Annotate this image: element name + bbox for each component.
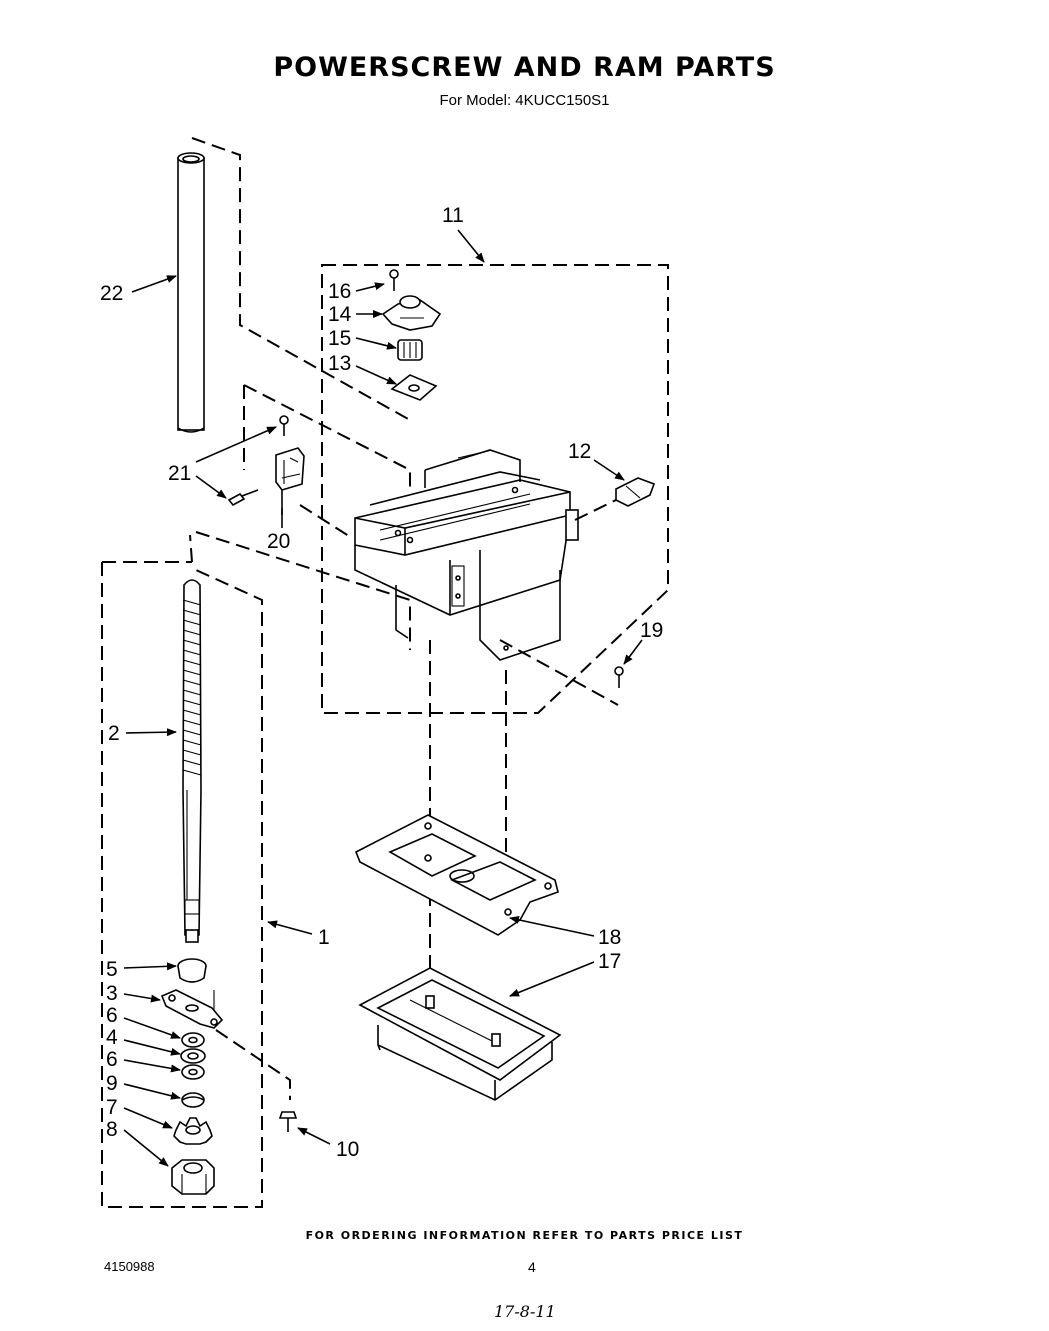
ordering-note: FOR ORDERING INFORMATION REFER TO PARTS … [305, 1229, 744, 1242]
callout-3: 3 [106, 982, 118, 1005]
callout-8: 8 [106, 1118, 118, 1141]
callout-20: 20 [267, 530, 290, 553]
callout-17: 17 [598, 950, 621, 973]
bracket-to-ram-line [299, 504, 353, 539]
screw-19-phantom-line [499, 639, 619, 706]
part-6-washer-upper [181, 1032, 205, 1048]
callout-5: 5 [106, 958, 118, 981]
callout-15: 15 [328, 327, 351, 350]
part-5-collar [177, 958, 207, 983]
callout-13: 13 [328, 352, 351, 375]
part-2-powerscrew [182, 579, 202, 943]
callout-14: 14 [328, 303, 352, 326]
part-6-washer-lower [181, 1064, 205, 1080]
ram-assembly [354, 449, 579, 661]
part-3-bracket-plate [160, 989, 224, 1029]
callout-21: 21 [168, 462, 191, 485]
part-13-plate [390, 374, 438, 401]
part-12-clip [615, 477, 656, 507]
page-title: POWERSCREW AND RAM PARTS [273, 52, 776, 83]
washer-phantom-line [215, 1029, 291, 1100]
part-14-bearing-housing [381, 295, 442, 331]
callout-2: 2 [108, 722, 120, 745]
callout-19: 19 [640, 619, 663, 642]
part-21-screws [227, 415, 289, 507]
part-7-sprocket [173, 1117, 213, 1145]
callout-7: 7 [106, 1096, 118, 1119]
callout-9: 9 [106, 1072, 118, 1095]
part-16-screw [389, 269, 399, 291]
bracket-phantom-line [243, 384, 411, 492]
model-subtitle: For Model: 4KUCC150S1 [439, 92, 610, 109]
part-22-tube [177, 152, 205, 433]
callout-labels: 22 11 16 14 15 13 12 21 20 19 2 1 18 17 … [100, 204, 663, 1161]
callout-11: 11 [442, 204, 464, 227]
part-19-screw [614, 666, 624, 688]
part-8-nut [171, 1159, 215, 1195]
callout-6-upper: 6 [106, 1004, 118, 1027]
assembly-1-outline [101, 534, 263, 1208]
callout-6-lower: 6 [106, 1048, 118, 1071]
callout-10: 10 [336, 1138, 359, 1161]
part-10-screw [278, 1111, 298, 1132]
handwritten-note: 17-8-11 [494, 1302, 556, 1321]
callout-22: 22 [100, 282, 123, 305]
assembly-11-outline [321, 264, 669, 714]
part-9-ring [181, 1092, 205, 1108]
document-number: 4150988 [104, 1259, 155, 1274]
part-15-bushing [397, 339, 423, 361]
screw-threads [182, 599, 202, 776]
part-4-bearing [180, 1048, 206, 1064]
part-17-pan [358, 967, 562, 1101]
tube-phantom-line [191, 137, 411, 421]
callout-1: 1 [318, 926, 330, 949]
leader-arrows [123, 229, 643, 1167]
ram-phantom-line [195, 531, 411, 650]
part-20-bracket [275, 447, 305, 515]
callout-4: 4 [106, 1026, 118, 1049]
callout-16: 16 [328, 280, 351, 303]
callout-12: 12 [568, 440, 591, 463]
page-number: 4 [528, 1259, 536, 1275]
callout-18: 18 [598, 926, 621, 949]
part-18-gasket [354, 814, 559, 936]
clip-phantom-line [574, 499, 617, 521]
